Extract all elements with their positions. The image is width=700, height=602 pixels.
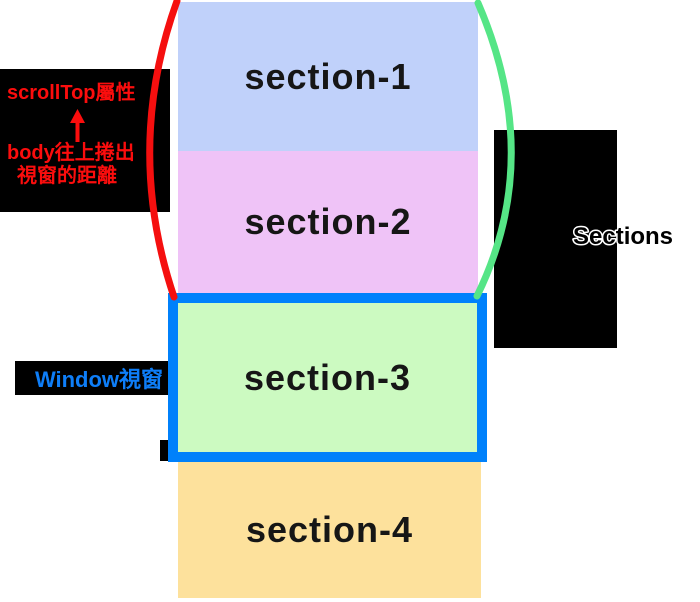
scrolltop-annotation-box: scrollTop屬性 body往上捲出 視窗的距離 — [0, 69, 170, 212]
section-3-viewport-block: section-3 — [168, 293, 487, 462]
window-viewport-annotation-box: Window視窗 — [15, 361, 171, 395]
section-2-block: section-2 — [178, 151, 478, 293]
sections-annotation-box — [494, 130, 617, 348]
section-4-label: section-4 — [245, 509, 414, 550]
section-4-block: section-4 — [178, 462, 481, 598]
scrolltop-desc-line-1: body往上捲出 — [7, 142, 135, 164]
section-1-block: section-1 — [178, 2, 478, 151]
scrolltop-property-label: scrollTop屬性 — [7, 82, 136, 104]
section-1-label: section-1 — [244, 55, 412, 97]
section-3-label: section-3 — [243, 356, 412, 398]
scrolltop-desc-line-2: 視窗的距離 — [17, 165, 117, 187]
window-viewport-label: Window視窗 — [34, 367, 164, 392]
section-2-label: section-2 — [244, 201, 412, 242]
